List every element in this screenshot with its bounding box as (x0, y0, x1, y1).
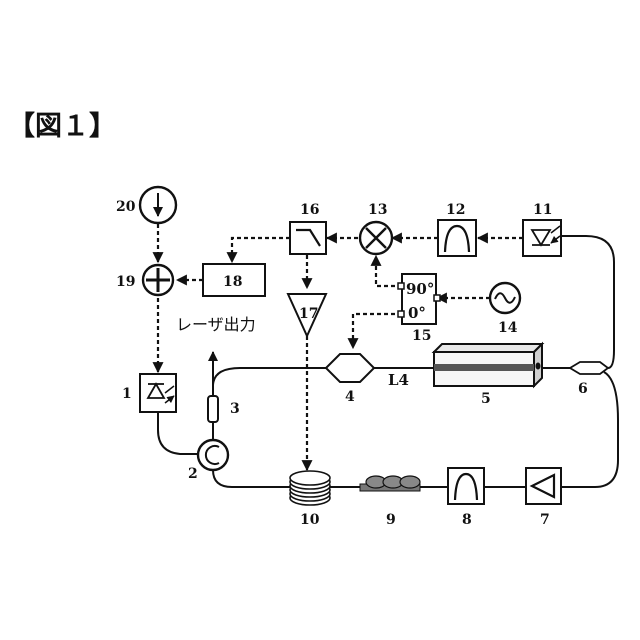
lowpass-filter-16 (290, 222, 326, 254)
laser-diode-1 (140, 374, 176, 412)
summer-19 (143, 265, 173, 295)
component-number: 10 (300, 512, 320, 528)
component-number: 7 (540, 512, 550, 528)
phase-0-label: 0° (408, 304, 426, 322)
photodetector-11 (523, 220, 561, 256)
component-number: 20 (116, 199, 136, 215)
oscillator-14 (490, 283, 520, 313)
laser-output-label: レーザ出力 (176, 315, 256, 334)
component-number: 17 (299, 306, 318, 322)
circulator-2 (198, 440, 228, 470)
mixer-13 (360, 222, 392, 254)
component-number: 14 (498, 320, 518, 336)
component-number: 8 (462, 512, 472, 528)
component-number: 11 (533, 202, 552, 218)
phase-90-label: 90° (406, 280, 434, 298)
component-number: 3 (230, 401, 240, 417)
fiber-segment-label: L4 (388, 371, 409, 389)
component-number: 4 (345, 389, 355, 405)
component-number: 2 (188, 466, 198, 482)
component-number: 12 (446, 202, 465, 218)
component-number: 19 (116, 274, 135, 290)
amplifier-7 (526, 468, 561, 504)
fiber-connector-6 (570, 362, 608, 374)
component-number: 5 (481, 391, 491, 407)
component-number: 1 (122, 386, 132, 402)
bandpass-filter-8 (448, 468, 484, 504)
output-coupler-3 (208, 396, 218, 422)
waveguide-5 (434, 344, 542, 386)
phase-modulator-4 (326, 354, 374, 382)
component-number: 15 (412, 328, 431, 344)
component-number: 13 (368, 202, 387, 218)
current-source-20 (140, 187, 176, 223)
fiber-element-9 (360, 476, 420, 491)
phase-splitter-15: 90° 0° (398, 274, 440, 324)
component-number: 18 (223, 274, 242, 290)
component-number: 16 (300, 202, 319, 218)
fiber-coil-10 (290, 471, 330, 505)
bandpass-filter-12 (438, 220, 476, 256)
component-number: 9 (386, 512, 396, 528)
component-number: 6 (578, 381, 588, 397)
